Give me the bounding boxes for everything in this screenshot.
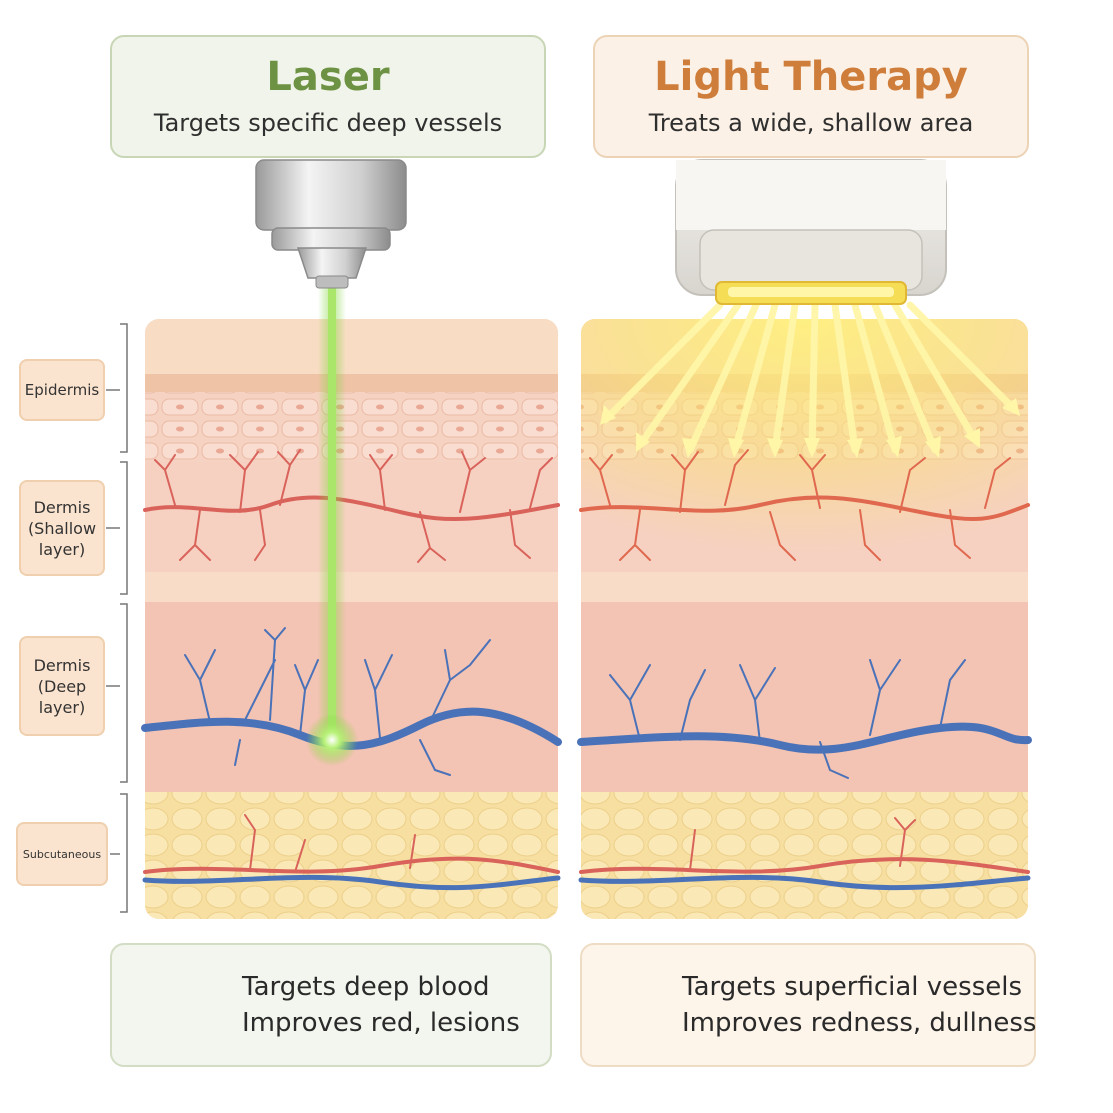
laser-deep-vessels	[141, 627, 562, 776]
light-skin-block	[581, 319, 1028, 919]
dermis-deep-line2: (Deep	[37, 676, 87, 696]
laser-skin-block	[145, 319, 558, 919]
laser-device	[255, 159, 407, 289]
dermis-shallow-line2: (Shallow	[27, 518, 97, 538]
dermis-deep-line3: layer)	[38, 697, 86, 717]
light-therapy-device	[675, 159, 947, 305]
laser-title: Laser	[266, 54, 390, 100]
dermis-shallow-label: Dermis (Shallow layer)	[19, 480, 105, 576]
laser-subtitle: Targets specific deep vessels	[153, 109, 503, 137]
epidermis-label-text: Epidermis	[24, 380, 100, 399]
light-title: Light Therapy	[654, 54, 968, 100]
subcutaneous-label: Subcutaneous	[16, 822, 108, 886]
light-shallow-vessels	[579, 449, 1030, 561]
subcutaneous-label-text: Subcutaneous	[22, 847, 102, 861]
light-ray-arrowheads	[600, 398, 1020, 458]
light-subtitle: Treats a wide, shallow area	[648, 109, 974, 137]
light-rays	[601, 301, 1019, 454]
dermis-shallow-line1: Dermis	[33, 497, 91, 517]
light-summary-line1: Targets superficial vessels	[682, 972, 1023, 1002]
laser-beam	[306, 285, 358, 766]
laser-summary-line2: Improves red, lesions	[242, 1008, 520, 1038]
laser-summary-line1: Targets deep blood	[242, 972, 490, 1002]
laser-subcutaneous-vessels	[142, 814, 561, 891]
light-subcutaneous-vessels	[578, 817, 1031, 891]
light-header-card: Light Therapy Treats a wide, shallow are…	[593, 35, 1029, 158]
dermis-deep-line1: Dermis	[33, 655, 91, 675]
light-summary-card: Targets superficial vessels Improves red…	[580, 943, 1036, 1067]
light-summary-text: Targets superficial vessels Improves red…	[682, 969, 1036, 1041]
epidermis-label: Epidermis	[19, 359, 105, 421]
layer-brackets	[106, 323, 128, 913]
dermis-shallow-line3: layer)	[38, 539, 86, 559]
laser-header-card: Laser Targets specific deep vessels	[110, 35, 546, 158]
laser-summary-text: Targets deep blood Improves red, lesions	[242, 969, 520, 1041]
light-summary-line2: Improves redness, dullness	[682, 1008, 1037, 1038]
dermis-deep-label: Dermis (Deep layer)	[19, 636, 105, 736]
laser-summary-card: Targets deep blood Improves red, lesions	[110, 943, 552, 1067]
light-deep-vessels	[577, 659, 1032, 779]
